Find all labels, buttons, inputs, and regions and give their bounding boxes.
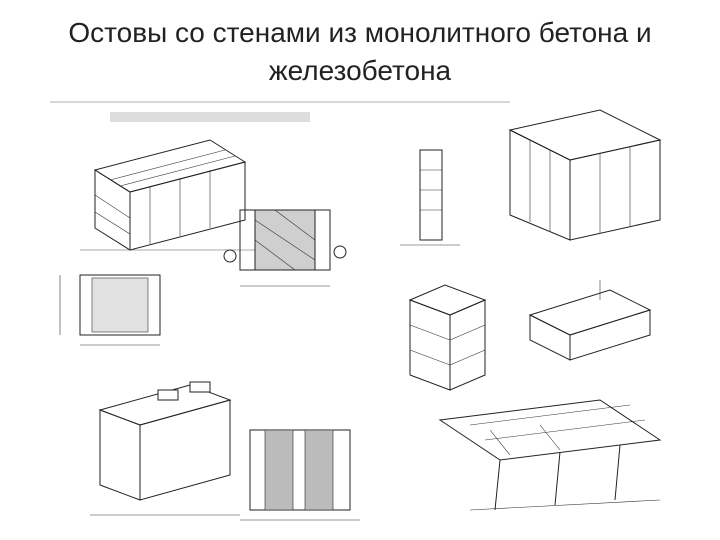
slide-title: Остовы со стенами из монолитного бетона … bbox=[0, 14, 720, 90]
slide-title-line-2: железобетона bbox=[268, 55, 452, 86]
slide-title-line-1: Остовы со стенами из монолитного бетона … bbox=[68, 17, 652, 48]
drawing-wall-block-isometric bbox=[80, 112, 310, 251]
drawing-hollow-block bbox=[90, 381, 240, 516]
technical-drawings-figure bbox=[50, 101, 662, 521]
drawing-floor-slab-formwork bbox=[438, 399, 662, 511]
drawing-layered-wall-section bbox=[240, 429, 360, 521]
drawing-corner-formwork bbox=[408, 284, 487, 391]
drawing-formwork-column bbox=[400, 149, 460, 246]
drawing-wall-cross-section bbox=[223, 209, 347, 287]
drawing-wall-plan bbox=[59, 274, 161, 346]
drawing-formwork-assembly bbox=[508, 109, 662, 241]
drawing-beam-formwork bbox=[528, 280, 652, 361]
